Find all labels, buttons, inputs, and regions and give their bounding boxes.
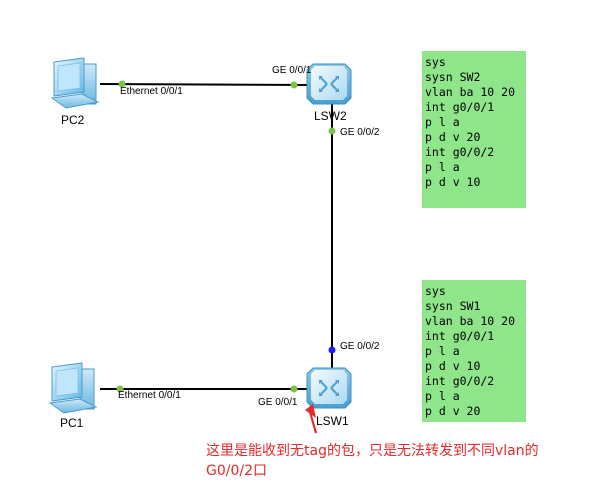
annotation-line-2: G0/0/2口 — [206, 463, 268, 479]
lsw2-label: LSW2 — [314, 109, 347, 123]
config-line: p l a — [425, 344, 460, 358]
switch-icon[interactable] — [306, 367, 352, 409]
link-pc2-lsw2 — [99, 83, 313, 86]
annotation-line-1: 这里是能收到无tag的包，只是无法转发到不同vlan的 — [206, 443, 539, 459]
config-line: sys — [425, 284, 446, 298]
lsw1-port-g2-label: GE 0/0/2 — [340, 341, 380, 352]
config-line: p l a — [425, 160, 460, 174]
config-line: p l a — [425, 389, 460, 403]
pc1-label: PC1 — [60, 416, 84, 430]
pc2-label: PC2 — [61, 113, 85, 127]
pc-icon[interactable] — [50, 57, 100, 109]
port-indicator-pc1 — [116, 385, 124, 393]
config-line: sysn SW1 — [425, 299, 481, 313]
config-line: sys — [425, 55, 446, 69]
config-line: int g0/0/1 — [425, 329, 495, 343]
config-line: p d v 10 — [425, 175, 481, 189]
lsw2-port-g2-label: GE 0/0/2 — [340, 127, 380, 138]
config-box-sw1: sys sysn SW1 vlan ba 10 20 int g0/0/1 p … — [422, 280, 526, 422]
config-line: vlan ba 10 20 — [425, 314, 516, 328]
port-indicator-lsw2-g1 — [290, 81, 298, 89]
config-line: p d v 10 — [425, 359, 481, 373]
annotation-arrow-icon — [305, 404, 318, 434]
annotation-note: 这里是能收到无tag的包，只是无法转发到不同vlan的 G0/0/2口 — [206, 441, 539, 481]
port-indicator-lsw2-g2 — [328, 127, 336, 135]
port-indicator-lsw1-g2 — [328, 346, 336, 354]
config-line: int g0/0/1 — [425, 100, 495, 114]
config-line: p l a — [425, 115, 460, 129]
port-indicator-lsw1-g1 — [290, 385, 298, 393]
port-indicator-pc2 — [118, 80, 126, 88]
config-line: vlan ba 10 20 — [425, 85, 516, 99]
config-line: p d v 20 — [425, 130, 481, 144]
pc-icon[interactable] — [48, 362, 98, 414]
switch-icon[interactable] — [306, 63, 352, 105]
pc2-port-label: Ethernet 0/0/1 — [120, 86, 183, 97]
config-line: int g0/0/2 — [425, 145, 495, 159]
config-line: int g0/0/2 — [425, 374, 495, 388]
lsw1-label: LSW1 — [316, 414, 349, 428]
config-line: sysn SW2 — [425, 70, 481, 84]
pc1-port-label: Ethernet 0/0/1 — [118, 390, 181, 401]
config-box-sw2: sys sysn SW2 vlan ba 10 20 int g0/0/1 p … — [422, 51, 526, 208]
lsw2-port-g1-label: GE 0/0/1 — [272, 65, 312, 76]
config-line: p d v 20 — [425, 404, 481, 418]
lsw1-port-g1-label: GE 0/0/1 — [258, 397, 298, 408]
